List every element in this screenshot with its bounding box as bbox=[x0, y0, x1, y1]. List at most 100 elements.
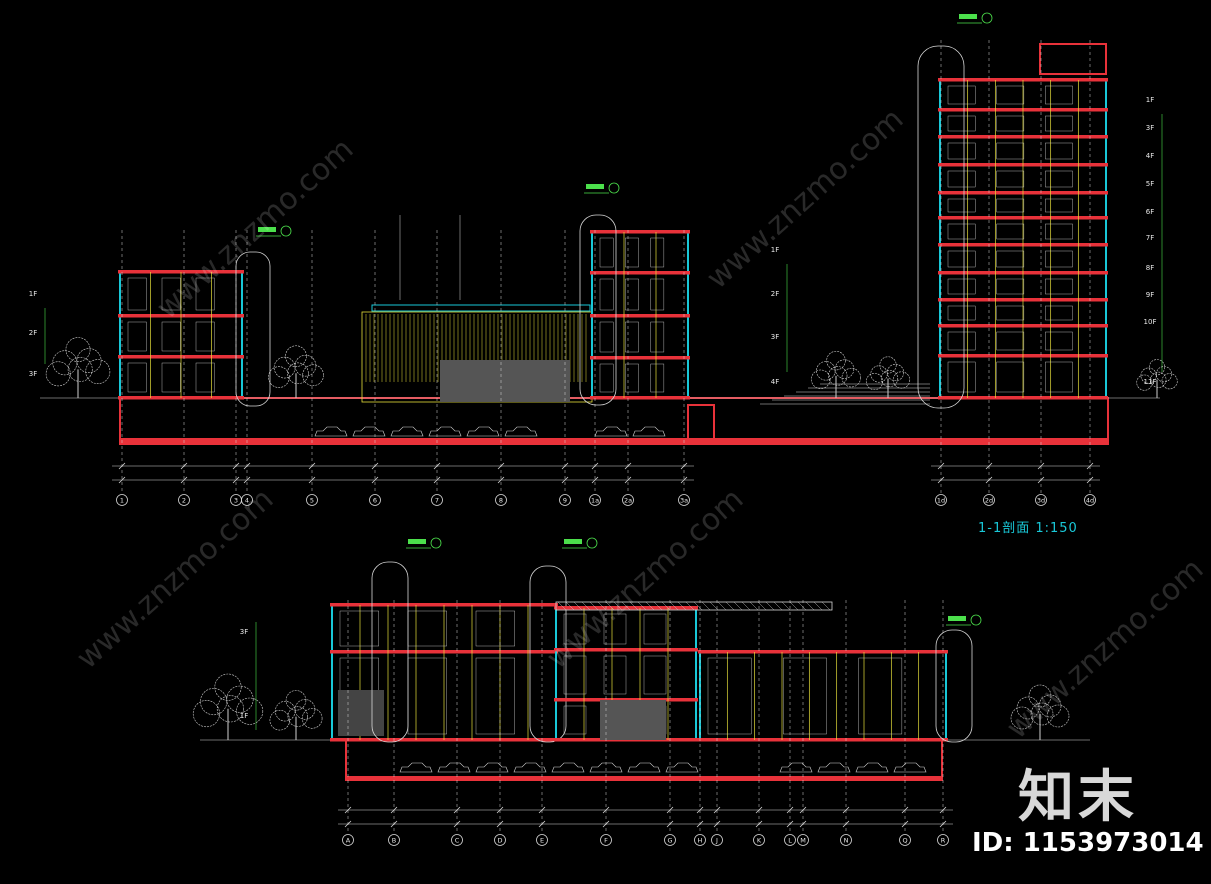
lower-axis-label: J bbox=[715, 837, 718, 845]
lower-truss-web bbox=[581, 601, 591, 611]
lower-truss-web bbox=[613, 601, 623, 611]
middle-block-window bbox=[625, 321, 639, 353]
lower-tick bbox=[344, 806, 352, 814]
upper-right-tick bbox=[1086, 476, 1094, 484]
middle-block-window bbox=[599, 321, 614, 353]
upper-left-axis-bubble bbox=[431, 494, 443, 506]
upper-left-axis-bubble bbox=[116, 494, 128, 506]
tower-window bbox=[996, 115, 1025, 132]
lower-tree-1-canopy bbox=[216, 695, 244, 723]
left-block-window bbox=[195, 362, 215, 393]
upper-left-axis-label: 3 bbox=[234, 497, 238, 505]
upper-tree-4-canopy bbox=[865, 372, 884, 391]
lower-west-block-floor-slab bbox=[330, 603, 558, 607]
upper-parking-2-car bbox=[594, 426, 628, 437]
upper-basement-outline bbox=[119, 397, 1109, 445]
lower-truss-web bbox=[685, 601, 695, 611]
upper-right-tick bbox=[1037, 462, 1045, 470]
lower-parking-2-car bbox=[855, 762, 889, 773]
upper-tree-3-canopy bbox=[834, 359, 855, 379]
lower-elev-3-tag-text bbox=[948, 616, 966, 621]
middle-block-floor-tag: 1F bbox=[771, 246, 779, 254]
lower-truss-web bbox=[757, 601, 767, 611]
lower-truss-web bbox=[669, 601, 679, 611]
upper-left-tick bbox=[624, 462, 632, 470]
tower-window bbox=[996, 331, 1025, 351]
upper-tree-4-canopy bbox=[880, 369, 899, 388]
upper-left-axis-label: 2a bbox=[624, 497, 632, 505]
lower-truss-web bbox=[701, 601, 711, 611]
lower-axis-label: H bbox=[698, 837, 703, 845]
tower-floor-tag: 7F bbox=[1146, 234, 1154, 242]
middle-block-floor-slab bbox=[590, 271, 690, 275]
tower-window bbox=[947, 85, 976, 105]
lower-tree-2-canopy bbox=[269, 709, 290, 731]
tower-window bbox=[996, 223, 1025, 240]
upper-parking-car bbox=[466, 426, 500, 437]
upper-left-axis-bubble bbox=[306, 494, 318, 506]
section-title: 1-1剖面 1:150 bbox=[978, 521, 1078, 536]
lower-tree-1-canopy bbox=[226, 685, 254, 713]
upper-right-axis-bubble bbox=[983, 494, 995, 506]
upper-tree-2-canopy bbox=[287, 362, 309, 385]
lower-truss-web bbox=[741, 601, 751, 611]
middle-block-floor-slab bbox=[590, 230, 690, 234]
lower-west-block-window bbox=[339, 610, 379, 647]
upper-tree-5-canopy bbox=[1161, 373, 1178, 390]
lower-stair-outline-2 bbox=[529, 565, 567, 743]
upper-right-tick bbox=[985, 462, 993, 470]
tower-window bbox=[1045, 250, 1073, 268]
lower-axis-bubble bbox=[937, 834, 949, 846]
upper-tree-5-canopy bbox=[1136, 374, 1153, 391]
lower-parking-car bbox=[475, 762, 509, 773]
lower-truss-web bbox=[733, 601, 743, 611]
lower-tick bbox=[901, 806, 909, 814]
lower-tick bbox=[755, 820, 763, 828]
lower-west-block-window bbox=[475, 610, 515, 647]
upper-left-axis-label: 1a bbox=[591, 497, 599, 505]
lower-truss-web bbox=[637, 601, 647, 611]
lower-axis-label: D bbox=[497, 837, 502, 845]
upper-left-tick bbox=[308, 476, 316, 484]
tower-window bbox=[947, 305, 976, 321]
lower-parking-2-car bbox=[779, 762, 813, 773]
lower-tick bbox=[453, 820, 461, 828]
upper-left-tick bbox=[680, 476, 688, 484]
lower-axis-bubble bbox=[451, 834, 463, 846]
lower-center-block-window bbox=[563, 705, 587, 735]
lower-east-hall-window bbox=[783, 657, 827, 735]
upper-left-axis-bubble bbox=[622, 494, 634, 506]
tower-floor-tag: 11F bbox=[1144, 378, 1157, 386]
tower-window bbox=[1045, 115, 1073, 132]
middle-block-window bbox=[650, 278, 665, 311]
lower-axis-bubble bbox=[711, 834, 723, 846]
lower-truss-web bbox=[557, 601, 567, 611]
upper-tree-1-canopy bbox=[45, 361, 71, 387]
middle-block-window bbox=[599, 278, 614, 311]
lower-truss-web bbox=[789, 601, 799, 611]
tower-floor-tag: 4F bbox=[1146, 152, 1154, 160]
upper-tree-5-canopy bbox=[1150, 371, 1167, 388]
upper-right-axis-label: 1d bbox=[937, 497, 945, 505]
lower-axis-label: E bbox=[540, 837, 544, 845]
middle-block-window bbox=[650, 321, 665, 353]
upper-left-axis-bubble bbox=[495, 494, 507, 506]
upper-tree-5-canopy bbox=[1149, 359, 1166, 376]
upper-tree-1-canopy bbox=[65, 337, 91, 363]
upper-right-tick bbox=[985, 476, 993, 484]
lower-axis-bubble bbox=[797, 834, 809, 846]
lower-tree-3-canopy bbox=[1038, 694, 1062, 718]
tower-window bbox=[1045, 305, 1073, 321]
lower-truss-web bbox=[773, 601, 783, 611]
tower-window bbox=[947, 198, 976, 213]
tower-window bbox=[947, 142, 976, 160]
lower-axis-label: Q bbox=[902, 837, 907, 845]
lower-stair-outline-3 bbox=[935, 629, 973, 743]
upper-left-axis-bubble bbox=[559, 494, 571, 506]
lower-tick bbox=[799, 806, 807, 814]
upper-tree-5-canopy bbox=[1156, 366, 1173, 383]
upper-left-tick bbox=[308, 462, 316, 470]
lower-truss-web bbox=[573, 601, 583, 611]
brand-logo: 知末 bbox=[1018, 765, 1138, 830]
lower-truss-web bbox=[693, 601, 703, 611]
